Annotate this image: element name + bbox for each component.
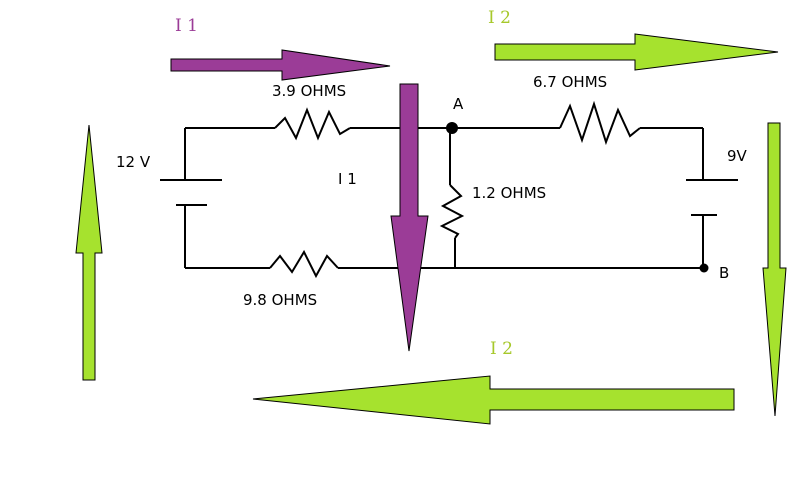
label-i1-top: I 1	[175, 16, 198, 36]
battery-12v	[160, 179, 222, 206]
i2-arrow-right	[494, 33, 779, 71]
label-r-3-9: 3.9 OHMS	[272, 82, 346, 100]
node-b-dot	[699, 263, 709, 273]
label-v-12: 12 V	[116, 153, 151, 171]
resistor-6-7	[559, 100, 641, 146]
resistor-3-9	[274, 107, 351, 141]
label-r-9-8: 9.8 OHMS	[243, 291, 317, 309]
label-node-a: A	[453, 95, 464, 113]
battery-9v	[686, 179, 738, 216]
label-v-9: 9V	[727, 147, 748, 165]
label-node-b: B	[719, 264, 729, 282]
label-i1-mid: I 1	[338, 170, 357, 188]
i2-arrow-up	[75, 124, 103, 381]
i2-arrow-left	[252, 375, 735, 425]
resistor-1-2	[439, 184, 465, 239]
i1-arrow-down	[390, 83, 429, 352]
label-r-1-2: 1.2 OHMS	[472, 184, 546, 202]
node-a-dot	[446, 122, 458, 134]
label-r-6-7: 6.7 OHMS	[533, 73, 607, 91]
i1-arrow-right	[170, 49, 391, 81]
i2-arrow-down	[762, 122, 787, 417]
circuit-wires	[184, 127, 704, 269]
label-i2-bottom: I 2	[490, 339, 513, 359]
resistor-9-8	[269, 249, 339, 279]
label-i2-top: I 2	[488, 8, 511, 28]
